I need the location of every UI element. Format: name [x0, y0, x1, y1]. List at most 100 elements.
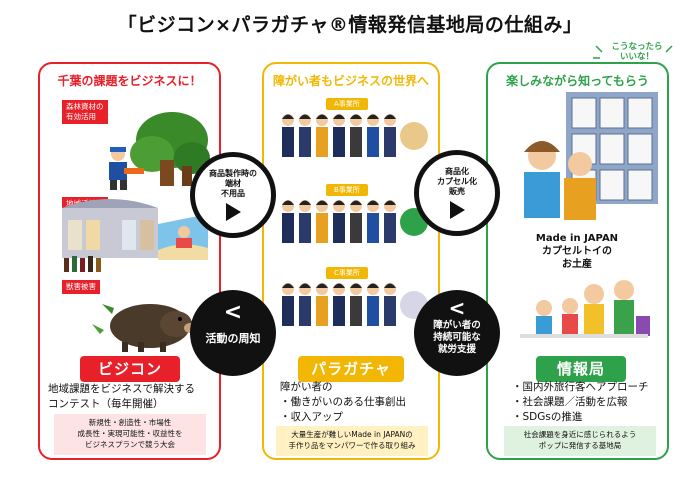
worker-body — [384, 296, 396, 326]
info-station-panel: 楽しみながら知ってもらう Made in JAPAN カプセルトイの お土産 情… — [486, 62, 669, 460]
worker-hair — [367, 283, 379, 288]
worker-hair — [367, 200, 379, 205]
bizcon-note-line3: ビジネスプランで競う大会 — [85, 439, 175, 449]
page-title: 「ビジコン×パラガチャ®情報発信基地局の仕組み」 — [117, 14, 583, 36]
paragacha-note-line1: 大量生産が難しいMade in JAPANの — [291, 430, 413, 439]
bizcon-note-line1: 新規性・創造性・市場性 — [88, 418, 172, 427]
bizcon-heading: 千葉の課題をビジネスに！ — [57, 74, 202, 88]
souvenir-caption: Made in JAPAN カプセルトイの お土産 — [488, 232, 666, 271]
worker-hair — [384, 283, 396, 288]
flow-employment-line2: 持続可能な — [433, 331, 481, 343]
forest-worker-illustration — [109, 112, 210, 190]
worker-body — [333, 213, 345, 243]
worker-hair — [299, 283, 311, 288]
paragacha-desc-line2: ・働きがいのある仕事創出 — [280, 396, 406, 409]
worker-body — [333, 127, 345, 157]
worker-body — [299, 296, 311, 326]
info-desc-line3: ・SDGsの推進 — [512, 411, 583, 424]
worker-body — [316, 296, 328, 326]
worker-body — [384, 213, 396, 243]
info-station-description: ・国内外旅行客へアプローチ ・社会課題／活動を広報 ・SDGsの推進 — [512, 380, 662, 426]
office-a-tag: A事業所 — [326, 98, 368, 110]
flow-circle-materials: 商品製作時の 端材 不用品 — [190, 152, 276, 238]
worker-body — [282, 296, 294, 326]
flow-commercialize-line2: カプセル化 — [437, 177, 477, 186]
info-station-label: 情報局 — [536, 356, 626, 382]
sparkle-icon — [593, 45, 673, 59]
info-note-line2: ポップに発信する基地局 — [538, 440, 622, 450]
worker-body — [316, 127, 328, 157]
info-note-line1: 社会課題を身近に感じられるよう — [523, 430, 637, 439]
worker-body — [384, 127, 396, 157]
worker-hair — [299, 200, 311, 205]
info-station-note: 社会課題を身近に感じられるよう ポップに発信する基地局 — [504, 426, 656, 456]
flow-commercialize-line1: 商品化 — [445, 167, 469, 176]
worker-hair — [333, 114, 345, 119]
worker-hair — [384, 200, 396, 205]
flow-materials-line3: 不用品 — [221, 189, 245, 198]
paragacha-desc-line3: ・収入アップ — [280, 411, 343, 424]
handmade-product-icon — [400, 122, 428, 150]
flow-circle-commercialize: 商品化 カプセル化 販売 — [414, 150, 500, 236]
info-desc-line1: ・国内外旅行客へアプローチ — [512, 381, 649, 393]
family-travelers-illustration — [520, 280, 650, 338]
bizcon-panel: 千葉の課題をビジネスに！ 森林資材の 有効活用 地域活性化 獣害被害 — [38, 62, 221, 460]
flow-materials-line2: 端材 — [225, 179, 241, 188]
worker-body — [350, 296, 362, 326]
hope-badge: こうなったら いいな！ — [600, 42, 674, 62]
street-illustration — [62, 199, 208, 272]
worker-body — [333, 296, 345, 326]
back-arrow-icon: < — [223, 300, 243, 325]
flow-materials-line1: 商品製作時の — [209, 169, 257, 178]
play-arrow-icon — [226, 203, 241, 221]
worker-body — [299, 127, 311, 157]
souvenir-caption-line2: カプセルトイの — [542, 246, 612, 257]
worker-hair — [333, 283, 345, 288]
worker-body — [367, 296, 379, 326]
capsule-toy-tourists-illustration — [524, 92, 658, 220]
worker-body — [282, 213, 294, 243]
paragacha-note: 大量生産が難しいMade in JAPANの 手作り品をマンパワーで作る取り組み — [276, 426, 428, 456]
flow-circle-employment: < 障がい者の 持続可能な 就労支援 — [414, 290, 500, 376]
hope-badge-line2: いいな！ — [619, 52, 654, 63]
worker-hair — [350, 114, 362, 119]
tag-forest-line2: 有効活用 — [66, 111, 96, 121]
worker-body — [350, 127, 362, 157]
paragacha-desc-line1: 障がい者の — [280, 381, 333, 393]
worker-hair — [299, 114, 311, 119]
worker-hair — [316, 200, 328, 205]
info-station-heading: 楽しみながら知ってもらう — [506, 74, 649, 88]
flow-employment-line3: 就労支援 — [437, 343, 476, 355]
worker-body — [316, 213, 328, 243]
worker-hair — [282, 200, 294, 205]
worker-body — [282, 127, 294, 157]
worker-body — [299, 213, 311, 243]
worker-hair — [316, 114, 328, 119]
paragacha-panel: 障がい者もビジネスの世界へ A事業所 B事業所 C事業所 パラガチャ 障がい者の… — [262, 62, 440, 460]
paragacha-heading: 障がい者もビジネスの世界へ — [272, 74, 429, 88]
worker-hair — [282, 114, 294, 119]
office-a-workers-illustration — [282, 114, 428, 157]
worker-hair — [282, 283, 294, 288]
souvenir-caption-line3: お土産 — [562, 259, 592, 270]
tag-forest-materials: 森林資材の 有効活用 — [62, 100, 108, 124]
paragacha-note-line2: 手作り品をマンパワーで作る取り組み — [288, 440, 416, 450]
worker-hair — [384, 114, 396, 119]
hope-badge-line1: こうなったら — [611, 42, 663, 52]
back-arrow-icon: < — [448, 296, 466, 320]
tag-animal-damage: 獣害被害 — [62, 280, 100, 294]
bizcon-label: ビジコン — [80, 356, 180, 382]
flow-employment-line1: 障がい者の — [433, 320, 481, 331]
worker-hair — [350, 283, 362, 288]
bizcon-note-line2: 成長性・実現可能性・収益性を — [77, 428, 183, 438]
paragacha-description: 障がい者の ・働きがいのある仕事創出 ・収入アップ — [280, 380, 435, 426]
bizcon-description: 地域課題をビジネスで解決する コンテスト（毎年開催） — [48, 382, 218, 412]
souvenir-caption-line1: Made in JAPAN — [535, 233, 619, 244]
worker-body — [367, 213, 379, 243]
paragacha-label: パラガチャ — [298, 356, 404, 382]
wild-boar-illustration — [92, 304, 196, 352]
worker-hair — [333, 200, 345, 205]
tag-forest-line1: 森林資材の — [66, 102, 104, 111]
office-c-workers-illustration — [282, 283, 428, 326]
office-b-workers-illustration — [282, 200, 428, 243]
